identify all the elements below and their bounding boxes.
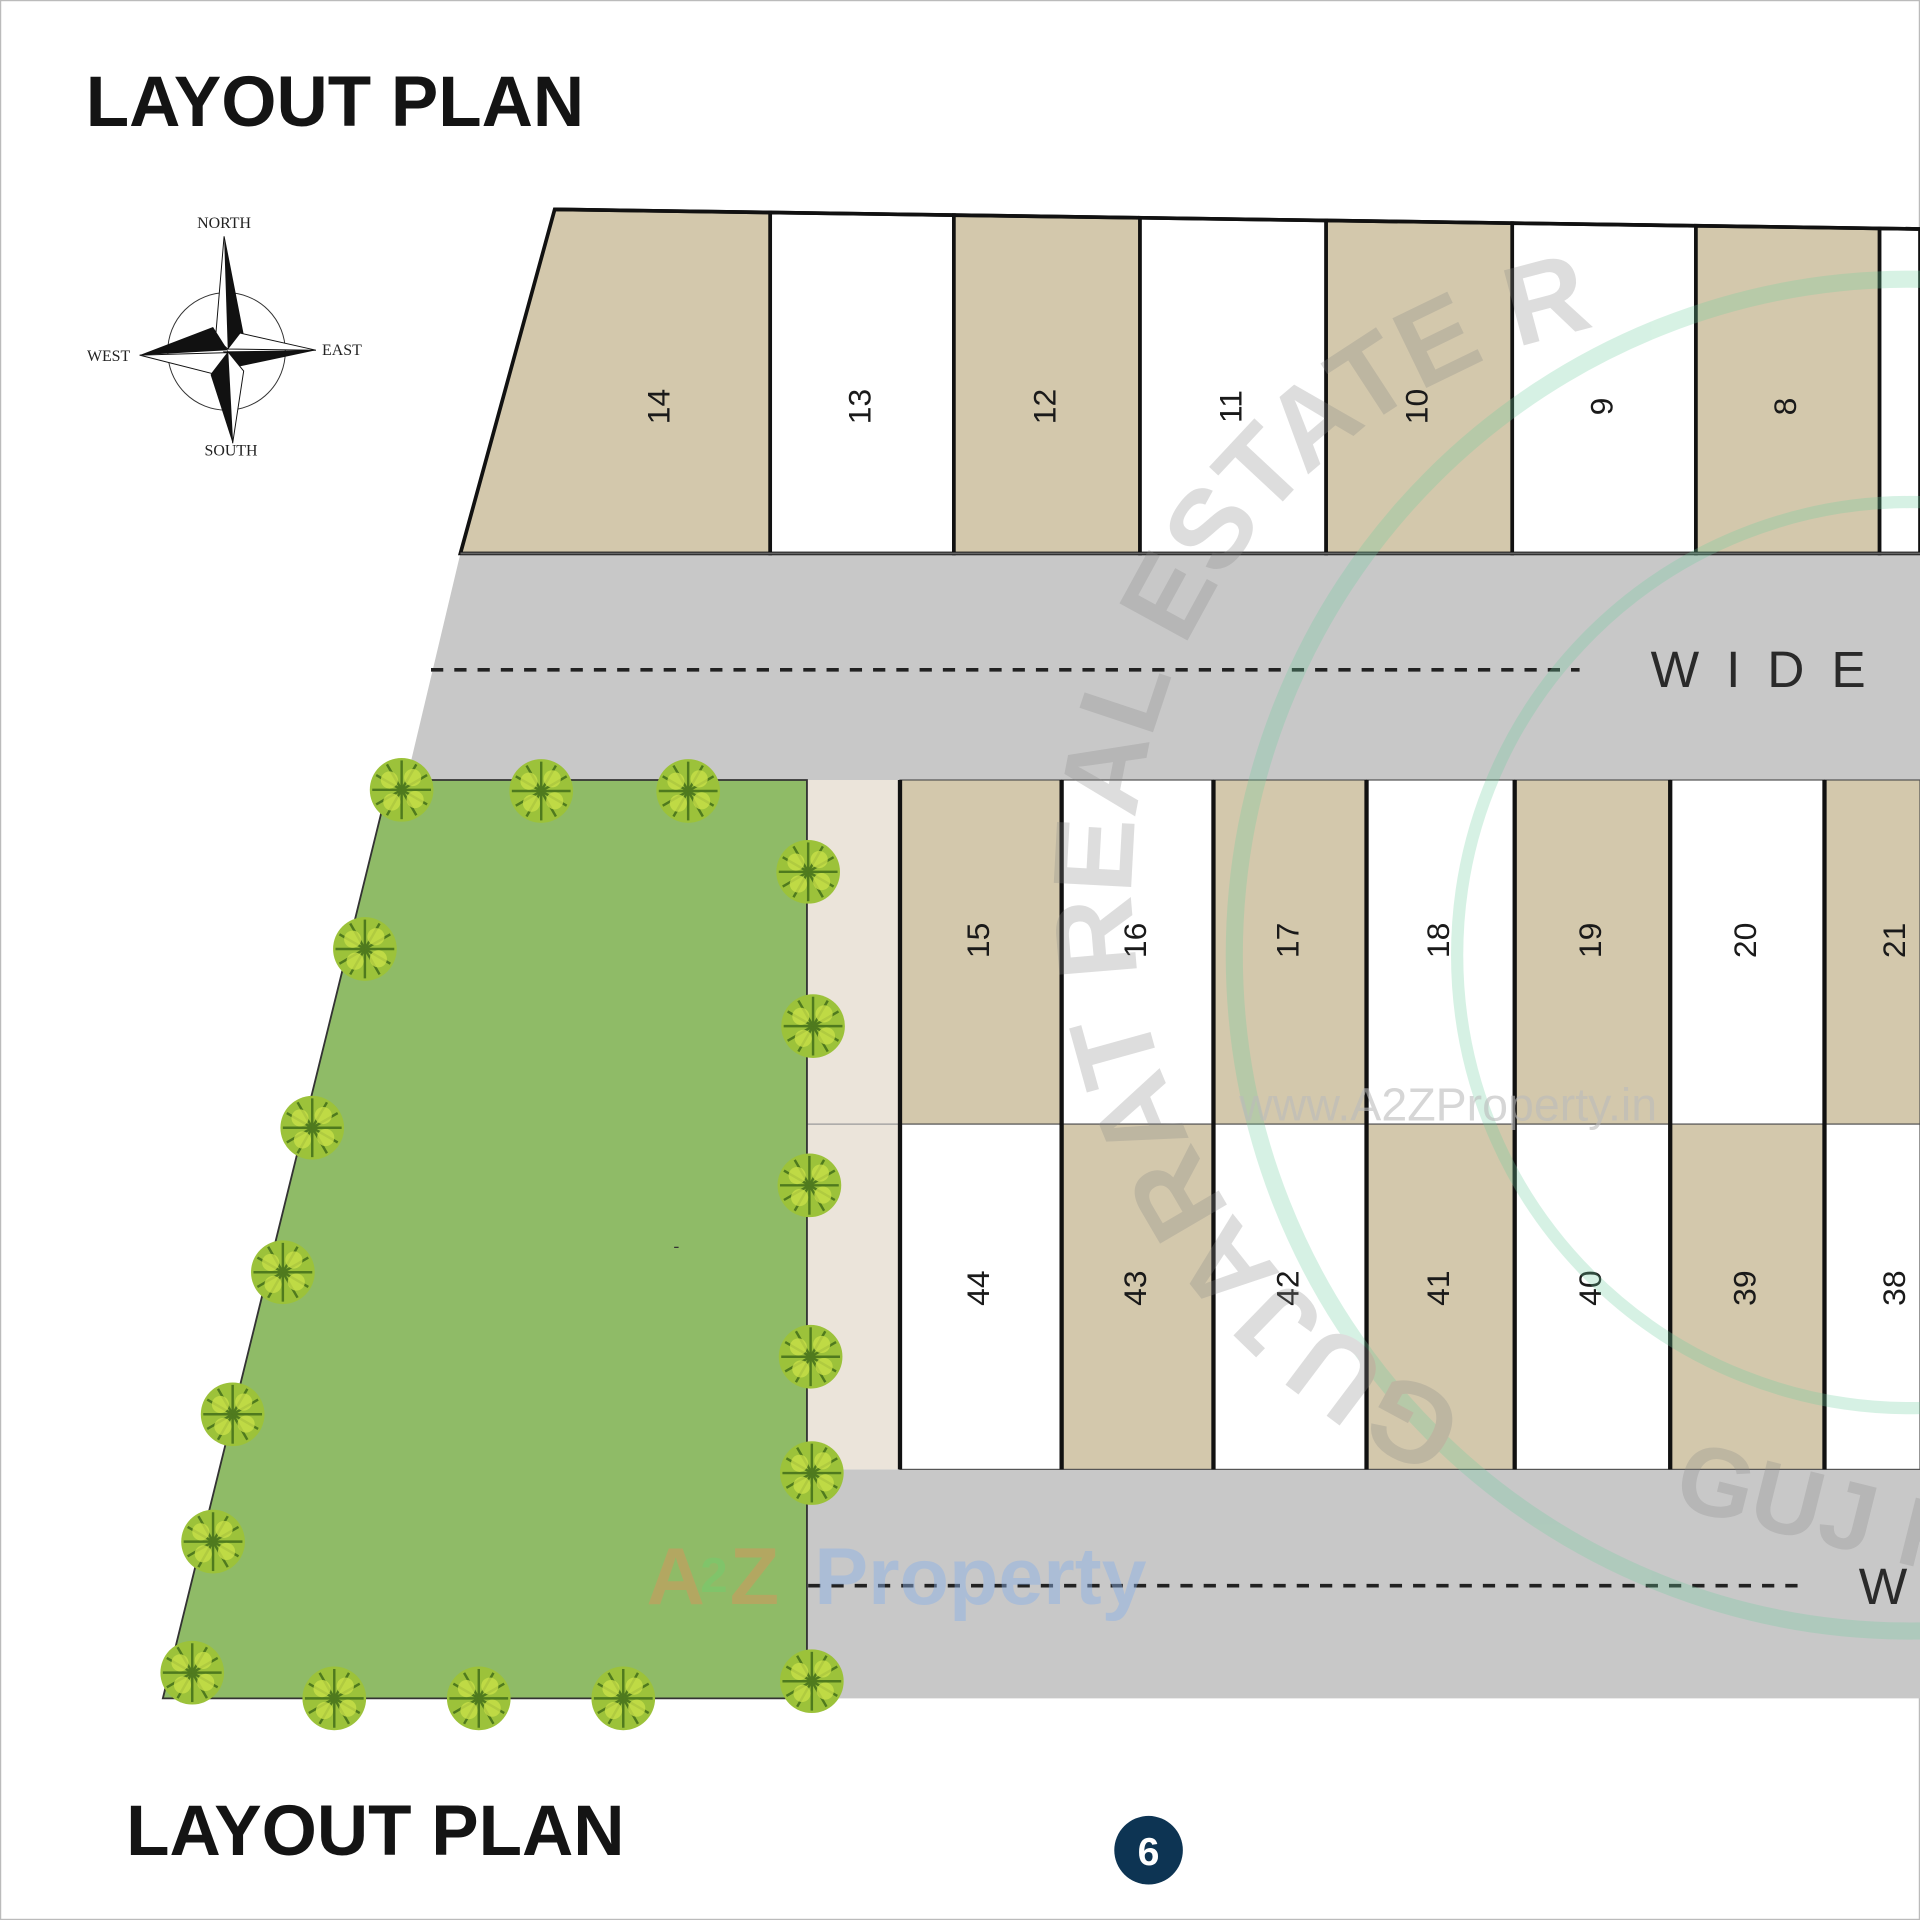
page-number: 6 [1138, 1831, 1160, 1874]
plot-12[interactable] [952, 213, 1142, 556]
brand-property: Property [814, 1532, 1146, 1622]
tree-icon [591, 1666, 656, 1731]
tree-group [160, 757, 845, 1731]
tree-icon [200, 1382, 265, 1447]
tree-icon [776, 840, 840, 904]
plot-16[interactable] [1061, 779, 1215, 1125]
compass-south-label: SOUTH [204, 443, 258, 460]
plot-17[interactable] [1212, 779, 1368, 1125]
tree-icon [251, 1240, 315, 1305]
plot-number: 44 [960, 1270, 996, 1305]
tree-icon [777, 1153, 842, 1218]
tree-icon [280, 1095, 345, 1160]
tree-icon [780, 1649, 844, 1714]
brand-watermark: A 2 Z Property [647, 1532, 1147, 1622]
plot-number: 11 [1212, 390, 1248, 423]
plot-number: 42 [1269, 1270, 1305, 1305]
plot-42[interactable] [1212, 1123, 1368, 1470]
plot-20[interactable] [1669, 779, 1826, 1125]
boundary-line [554, 207, 1920, 231]
plot-number: 39 [1727, 1270, 1763, 1305]
compass-east-label: EAST [322, 342, 362, 359]
plot-13[interactable] [768, 210, 956, 556]
plot-number: 40 [1572, 1270, 1608, 1305]
plot-number: 41 [1420, 1270, 1456, 1305]
plot-number: 38 [1876, 1270, 1912, 1305]
brand-z: Z [730, 1532, 779, 1622]
lower-road [806, 1469, 1920, 1699]
plot-40[interactable] [1514, 1123, 1671, 1470]
plot-18[interactable] [1365, 779, 1516, 1125]
page-number-badge [1114, 1815, 1183, 1885]
plot-number: 17 [1269, 923, 1305, 958]
tree-icon [509, 759, 574, 823]
plot-number: 18 [1420, 923, 1456, 958]
upper-road [406, 553, 1920, 780]
plot-44[interactable] [899, 1123, 1063, 1470]
plot-number: 16 [1117, 923, 1153, 958]
tree-icon [780, 1441, 844, 1505]
page-title-top: LAYOUT PLAN [86, 63, 584, 142]
tree-icon [781, 994, 845, 1058]
plot-number: 13 [841, 389, 877, 424]
compass-north-label: NORTH [197, 215, 251, 232]
site-watermark: www.A2ZProperty.in [1238, 1078, 1657, 1130]
compass-rose-icon: NORTH SOUTH EAST WEST [87, 215, 362, 460]
tree-icon [656, 759, 720, 823]
park-mark: - [673, 1236, 679, 1255]
brand-2: 2 [700, 1549, 727, 1603]
middle-plot-block: 15 16 17 18 19 20 21 44 43 42 41 40 39 38 [897, 779, 1920, 1470]
plot-number: 43 [1117, 1270, 1153, 1305]
plot-15[interactable] [899, 779, 1063, 1125]
tree-icon [778, 1324, 843, 1389]
plot-39[interactable] [1669, 1123, 1826, 1470]
plot-number: 14 [641, 389, 677, 424]
plot-21[interactable] [1823, 779, 1920, 1125]
brand-a: A [647, 1532, 705, 1622]
plot-number: 15 [960, 923, 996, 958]
plot-number: 19 [1572, 923, 1608, 958]
tree-icon [160, 1640, 225, 1705]
plot-number: 20 [1727, 923, 1763, 958]
tree-icon [369, 757, 434, 822]
plot-number: 10 [1399, 389, 1435, 424]
plot-number: 9 [1583, 398, 1619, 416]
tree-icon [302, 1666, 367, 1731]
plot-41[interactable] [1365, 1123, 1516, 1470]
page-title-bottom: LAYOUT PLAN [126, 1792, 624, 1871]
compass-west-label: WEST [87, 348, 131, 365]
plot-38[interactable] [1823, 1123, 1920, 1470]
top-plot-row: 14 13 12 11 10 9 8 [458, 207, 1920, 556]
lower-road-label: W [1859, 1557, 1920, 1615]
tree-icon [446, 1666, 511, 1731]
tree-icon [333, 917, 397, 981]
upper-road-label: WIDE [1651, 640, 1893, 698]
plot-number: 12 [1026, 389, 1062, 424]
tree-icon [181, 1509, 245, 1574]
plot-number: 21 [1876, 923, 1912, 958]
plot-19[interactable] [1514, 779, 1671, 1125]
plot-number: 8 [1767, 398, 1803, 416]
